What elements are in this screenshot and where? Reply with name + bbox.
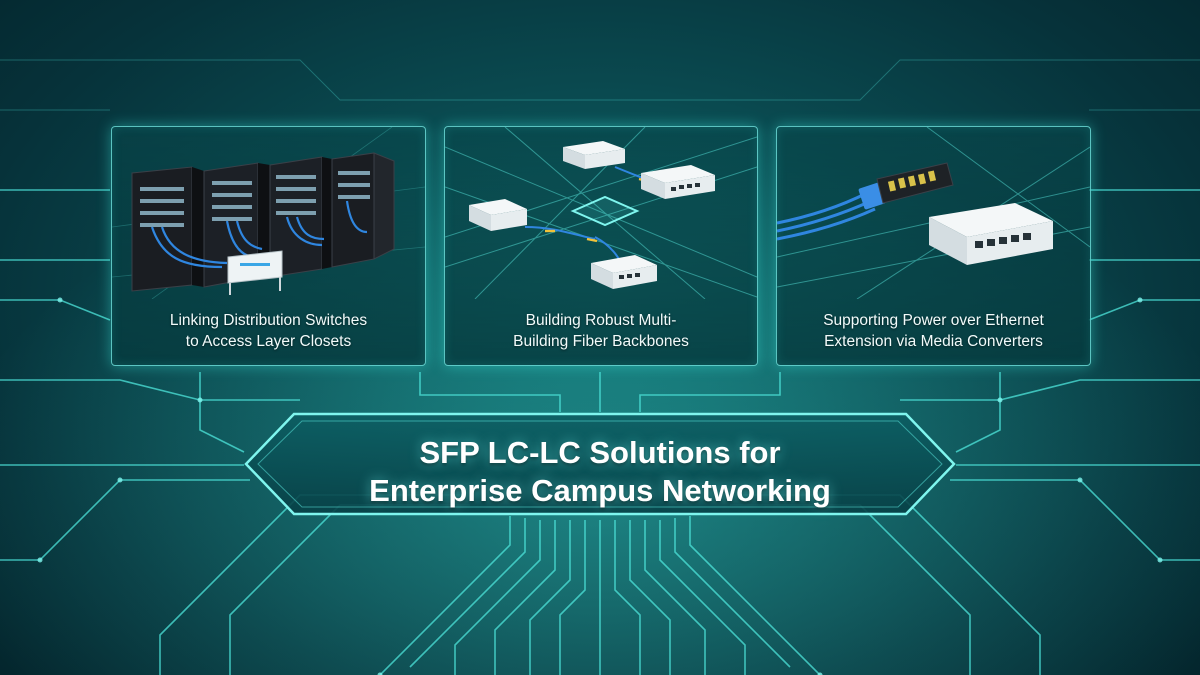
server-racks-icon xyxy=(112,127,425,299)
hexagon-frame xyxy=(244,412,956,516)
title-line-1: SFP LC-LC Solutions for xyxy=(419,435,781,470)
circuit-traces-bottom xyxy=(0,189,1200,675)
card-caption: Supporting Power over Ethernet Extension… xyxy=(777,303,1090,359)
card-caption: Building Robust Multi- Building Fiber Ba… xyxy=(445,303,757,359)
caption-line-2: Building Fiber Backbones xyxy=(513,333,689,350)
title-plate: SFP LC-LC Solutions for Enterprise Campu… xyxy=(244,412,956,516)
circuit-nodes xyxy=(37,297,1163,675)
caption-line-1: Supporting Power over Ethernet xyxy=(823,312,1044,329)
card-distribution-switches: Linking Distribution Switches to Access … xyxy=(111,126,426,366)
card-fiber-backbones: Building Robust Multi- Building Fiber Ba… xyxy=(444,126,758,366)
title-line-2: Enterprise Campus Networking xyxy=(369,473,831,508)
card-caption: Linking Distribution Switches to Access … xyxy=(112,303,425,359)
caption-line-1: Building Robust Multi- xyxy=(525,312,677,329)
card-media-converters: Supporting Power over Ethernet Extension… xyxy=(776,126,1091,366)
caption-line-2: to Access Layer Closets xyxy=(185,333,352,350)
circuit-traces-top xyxy=(0,59,1200,111)
caption-line-2: Extension via Media Converters xyxy=(824,333,1043,350)
caption-line-1: Linking Distribution Switches xyxy=(169,312,368,329)
media-converter-icon xyxy=(777,127,1090,299)
network-switches-icon xyxy=(445,127,757,299)
page-title: SFP LC-LC Solutions for Enterprise Campu… xyxy=(244,434,956,510)
